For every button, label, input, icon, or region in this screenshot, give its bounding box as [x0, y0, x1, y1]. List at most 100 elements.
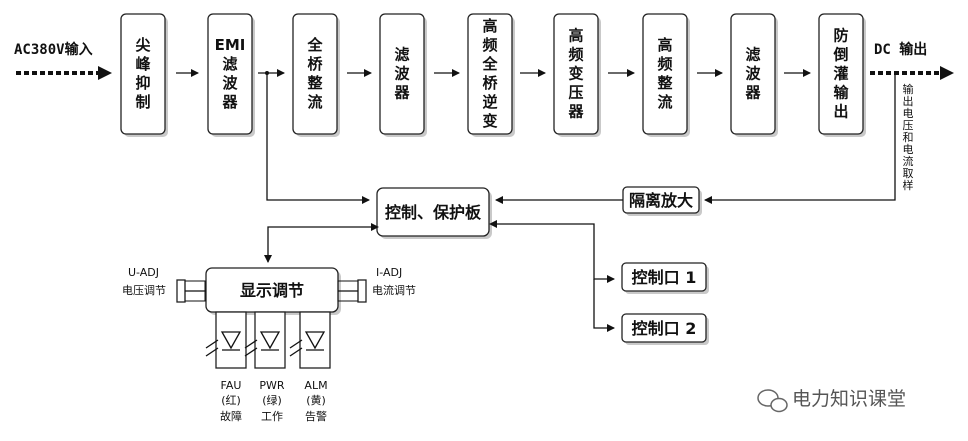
block-transformer-label: 高频变压器 [567, 27, 584, 121]
block-label-char: 器 [221, 93, 238, 111]
block-label-char: 波 [394, 65, 410, 83]
sampling-label-char: 流 [903, 154, 914, 168]
block-label-char: 出 [833, 103, 848, 121]
block-full-bridge-rectifier: 全桥整流 [292, 13, 340, 137]
isolation-amp-block: 隔离放大 [622, 186, 702, 216]
block-label-char: 整 [657, 74, 672, 92]
input-arrowhead [98, 66, 112, 80]
emi-to-control-line [266, 73, 370, 204]
control-port-2-line [593, 279, 615, 332]
block-label-char: 倒 [832, 46, 848, 64]
sampling-label-char: 出 [903, 94, 914, 108]
display-adjust-label: 显示调节 [240, 281, 304, 300]
block-label-char: EMI [215, 36, 246, 54]
block-hf-rectifier: 高频整流 [642, 13, 690, 137]
block-label-char: 频 [482, 36, 497, 54]
block-filter-1: 滤波器 [379, 13, 427, 137]
block-label-char: 防 [833, 27, 848, 45]
u-adj-potentiometer[interactable] [176, 279, 206, 303]
block-filter-2: 滤波器 [730, 13, 778, 137]
block-label-char: 逆 [482, 93, 497, 111]
control-board-block: 控制、保护板 [376, 187, 492, 239]
i-adj-potentiometer[interactable] [337, 279, 367, 303]
block-label-char: 尖 [135, 36, 150, 54]
block-rect2-label: 高频整流 [657, 36, 672, 111]
led-fau-meaning: 故障 [220, 409, 242, 423]
led-alm-color: (黄) [306, 393, 326, 407]
block-label-char: 桥 [482, 74, 498, 92]
isolation-amp-label: 隔离放大 [629, 191, 693, 210]
led-alm [289, 311, 331, 369]
block-label-char: 流 [657, 93, 672, 111]
input-label: AC380V输入 [14, 41, 93, 58]
sampling-label-char: 样 [903, 178, 914, 192]
control-right-arrowhead [489, 220, 497, 228]
led-pwr [244, 311, 286, 369]
led-alm-meaning: 告警 [305, 409, 327, 423]
block-label-char: 制 [135, 93, 150, 111]
led-pwr-meaning: 工作 [261, 410, 283, 423]
led-pwr-color: (绿) [262, 393, 282, 407]
block-label-char: 器 [567, 103, 584, 121]
block-label-char: 器 [744, 84, 761, 102]
block-label-char: 滤 [745, 46, 760, 64]
sampling-label-char: 电 [903, 107, 914, 120]
block-spike-label: 尖峰抑制 [135, 36, 151, 111]
led-pwr-code: PWR [259, 379, 285, 392]
block-label-char: 输 [833, 84, 849, 102]
block-label-char: 流 [307, 93, 322, 111]
u-adj-label: 电压调节 [122, 284, 166, 297]
block-inverter-label: 高频全桥逆变 [481, 17, 498, 130]
control-to-display-line [264, 226, 377, 263]
u-adj-code: U-ADJ [128, 266, 159, 279]
block-label-char: 灌 [833, 65, 848, 83]
block-label-char: 波 [222, 74, 238, 92]
led-alm-code: ALM [304, 379, 327, 392]
control-port-1-label: 控制口 1 [632, 268, 697, 287]
sampling-label-char: 压 [903, 119, 914, 132]
block-label-char: 压 [568, 84, 583, 102]
block-anti-backflow: 防倒灌输出 [818, 13, 866, 137]
output-arrowhead [940, 66, 954, 80]
led-fau-code: FAU [221, 379, 242, 392]
control-port-2-label: 控制口 2 [632, 319, 697, 338]
block-label-char: 波 [745, 65, 761, 83]
block-filter1-label: 滤波器 [393, 46, 410, 102]
emi-tap-dot [265, 71, 269, 75]
display-adjust-block: 显示调节 [205, 267, 341, 315]
output-label: DC 输出 [874, 41, 927, 58]
block-label-char: 全 [481, 55, 498, 73]
sampling-label-char: 输 [903, 82, 914, 96]
block-label-char: 高 [657, 36, 672, 54]
control-port-1-line [497, 223, 615, 283]
block-label-char: 频 [568, 46, 583, 64]
sampling-label-char: 和 [903, 131, 914, 144]
led-fau [205, 311, 247, 369]
block-hf-inverter: 高频全桥逆变 [467, 13, 515, 137]
block-label-char: 高 [482, 17, 497, 35]
watermark-text: 电力知识课堂 [792, 388, 906, 410]
control-port-1-block: 控制口 1 [621, 262, 709, 294]
block-label-char: 滤 [394, 46, 409, 64]
block-filter2-label: 滤波器 [744, 46, 761, 102]
sampling-label-char: 电 [903, 143, 914, 156]
block-label-char: 抑 [135, 74, 150, 92]
wechat-logo-icon [757, 389, 788, 413]
block-label-char: 变 [482, 112, 497, 130]
sampling-line [704, 73, 896, 204]
block-label-char: 全 [306, 36, 323, 54]
i-adj-code: I-ADJ [376, 266, 402, 279]
control-board-label: 控制、保护板 [385, 203, 482, 222]
block-label-char: 峰 [135, 55, 151, 73]
block-hf-transformer: 高频变压器 [553, 13, 601, 137]
control-port-2-block: 控制口 2 [621, 313, 709, 345]
block-label-char: 高 [568, 27, 583, 45]
led-fau-color: (红) [221, 394, 241, 407]
block-label-char: 频 [657, 55, 672, 73]
block-label-char: 变 [568, 65, 583, 83]
block-label-char: 滤 [222, 55, 237, 73]
